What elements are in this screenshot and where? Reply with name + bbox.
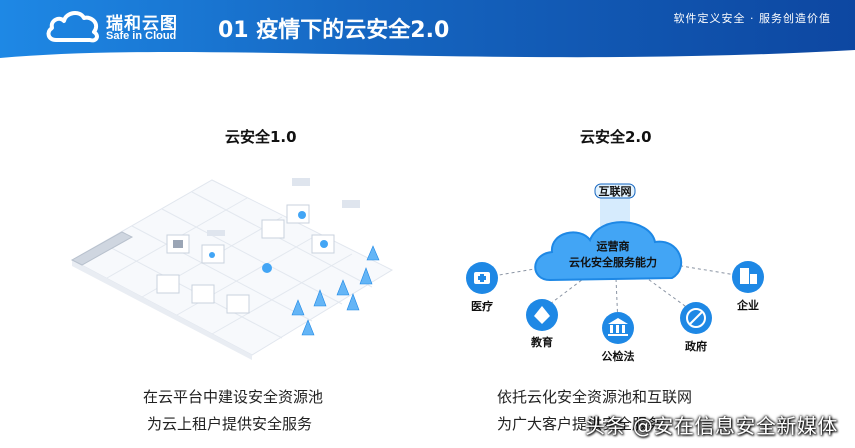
node-government-label: 政府 bbox=[685, 339, 707, 353]
carrier-label: 运营商 bbox=[597, 239, 630, 253]
node-enterprise: 企业 bbox=[732, 261, 764, 312]
cloud-security-2-title: 云安全2.0 bbox=[580, 128, 652, 146]
node-education-label: 教育 bbox=[530, 335, 553, 349]
cloud-service-network-diagram: 互联网 运营商 云化安全服务能力 医疗 教育 公检法 政府 企业 bbox=[466, 183, 764, 363]
watermark-text: 头条 @安在信息安全新媒体 bbox=[585, 414, 838, 438]
header-swoosh bbox=[0, 50, 855, 58]
page-title: 01 疫情下的云安全2.0 bbox=[218, 18, 450, 43]
node-medical-label: 医疗 bbox=[471, 299, 493, 313]
cloud-icon bbox=[534, 221, 683, 282]
brand-tagline: Safe in Cloud bbox=[106, 30, 177, 42]
header-bar: 瑞和云图 Safe in Cloud 01 疫情下的云安全2.0 软件定义安全 … bbox=[0, 0, 855, 58]
cloud-service-label: 云化安全服务能力 bbox=[569, 255, 657, 269]
left-caption-line1: 在云平台中建设安全资源池 bbox=[143, 388, 324, 406]
right-caption-line2: 为广大客户提供安全服务 bbox=[497, 415, 663, 433]
slogan: 软件定义安全 · 服务创造价值 bbox=[673, 12, 831, 25]
cloud-security-1-title: 云安全1.0 bbox=[225, 128, 297, 146]
node-education: 教育 bbox=[526, 299, 558, 349]
node-justice-label: 公检法 bbox=[602, 349, 635, 363]
right-caption-line1: 依托云化安全资源池和互联网 bbox=[497, 388, 693, 406]
node-enterprise-label: 企业 bbox=[736, 298, 759, 312]
brand-name: 瑞和云图 bbox=[106, 14, 178, 34]
node-medical: 医疗 bbox=[466, 262, 498, 313]
node-government: 政府 bbox=[680, 302, 712, 353]
isometric-datacenter-diagram bbox=[70, 178, 394, 360]
node-justice: 公检法 bbox=[602, 312, 635, 363]
cloud-logo-icon bbox=[46, 11, 99, 43]
internet-label: 互联网 bbox=[599, 184, 632, 198]
left-caption-line2: 为云上租户提供安全服务 bbox=[147, 415, 313, 433]
server-tiles bbox=[156, 204, 335, 314]
